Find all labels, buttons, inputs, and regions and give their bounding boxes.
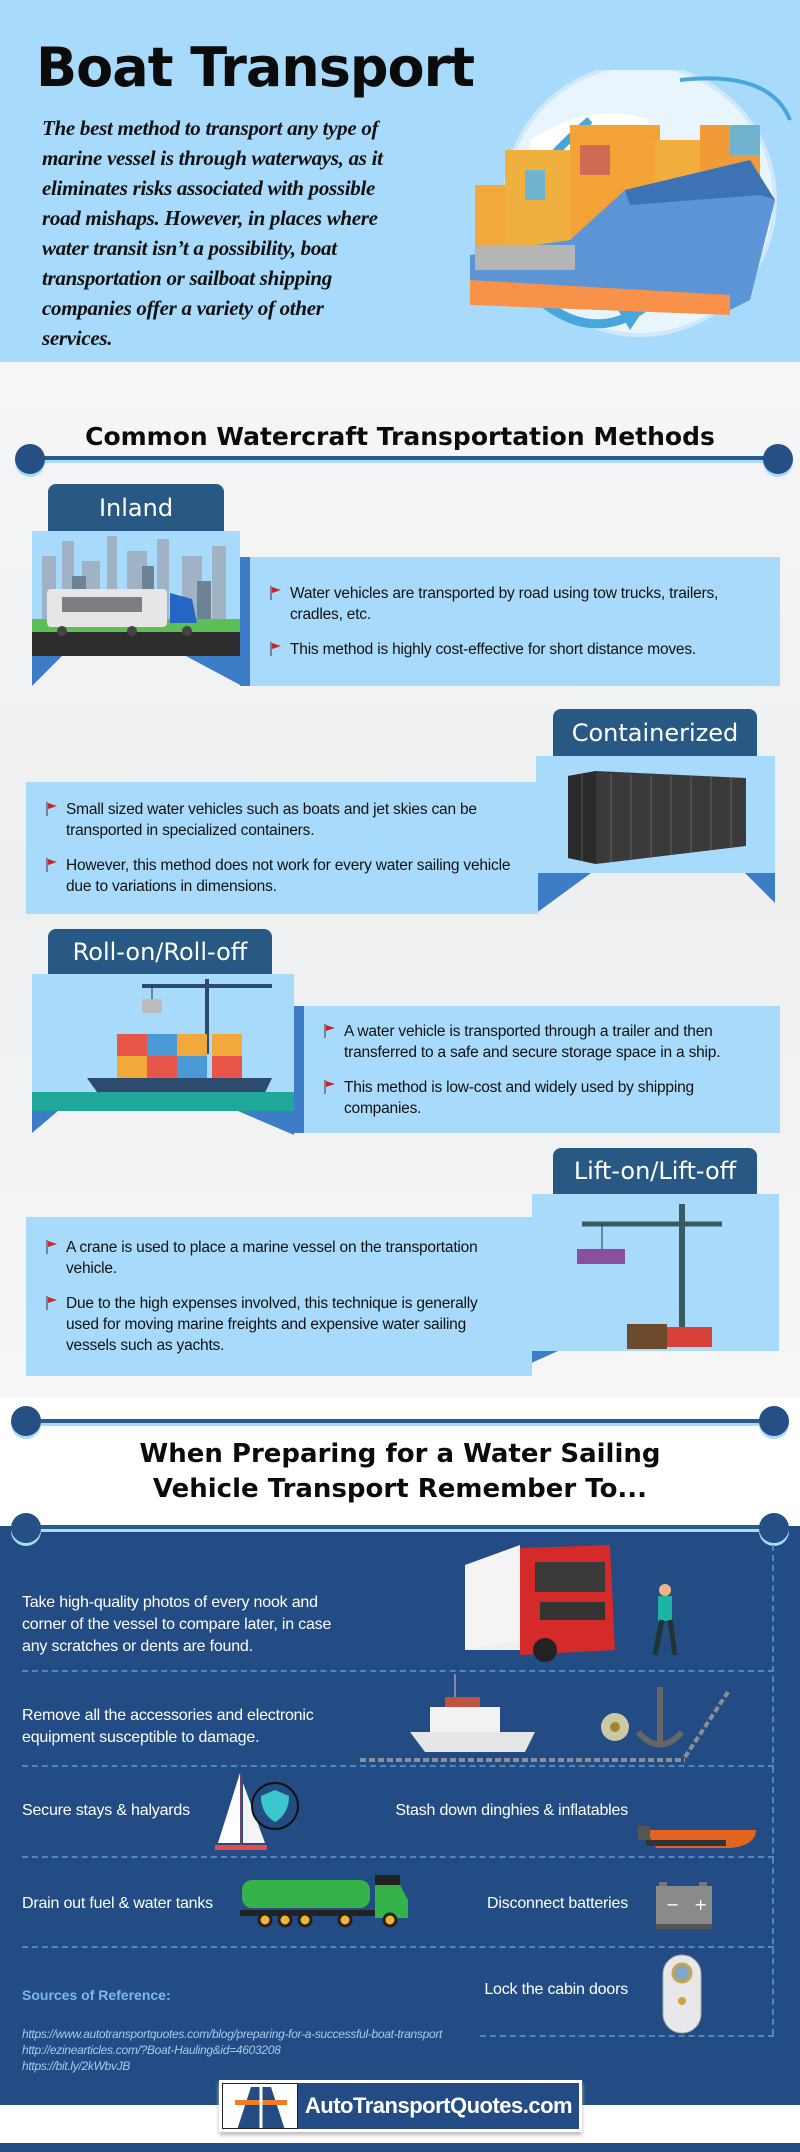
dashed-border — [772, 1545, 774, 2035]
bullet: However, this method does not work for e… — [46, 855, 518, 897]
divider-line — [30, 1525, 778, 1532]
ribbon-edge — [240, 557, 252, 686]
ribbon-fold — [745, 873, 775, 903]
svg-text:+: + — [694, 1895, 707, 1914]
brand-logo[interactable]: AutoTransportQuotes.com — [219, 2080, 582, 2132]
sailboat-shield-icon — [215, 1773, 299, 1850]
prep-header-band — [0, 1397, 800, 1527]
bullet-text: Water vehicles are transported by road u… — [290, 585, 719, 623]
ribbon-edge — [294, 1006, 306, 1133]
flag-icon — [46, 802, 57, 816]
flag-icon — [324, 1023, 335, 1038]
prep-heading-line: When Preparing for a Water Sailing — [139, 1439, 661, 1469]
tip-drain-fuel: Drain out fuel & water tanks — [22, 1895, 213, 1912]
tip-stash-dinghies: Stash down dinghies & inflatables — [395, 1802, 628, 1819]
cabin-door-icon — [662, 1954, 702, 2034]
divider-dot — [763, 444, 793, 474]
row-divider — [480, 2035, 774, 2037]
tab-lift-on-lift-off: Lift-on/Lift-off — [553, 1148, 757, 1194]
highway-logo-icon — [222, 2083, 298, 2129]
flag-icon — [270, 642, 281, 656]
tanker-truck-icon — [240, 1875, 408, 1928]
inland-description: Water vehicles are transported by road u… — [250, 557, 780, 686]
intro-paragraph: The best method to transport any type of… — [42, 116, 383, 350]
battery-icon: −+ — [656, 1882, 712, 1929]
tab-inland: Inland — [48, 484, 224, 531]
bullet: Small sized water vehicles such as boats… — [46, 799, 518, 841]
bullet: This method is highly cost-effective for… — [270, 639, 760, 660]
tip-remove-accessories: Remove all the accessories and electroni… — [22, 1707, 314, 1746]
bullet-text: This method is low-cost and widely used … — [344, 1078, 694, 1117]
prep-heading: When Preparing for a Water Sailing Vehic… — [0, 1437, 800, 1507]
bullet-text: A water vehicle is transported through a… — [344, 1022, 721, 1061]
bullet-text: Small sized water vehicles such as boats… — [66, 801, 477, 839]
sources-heading: Sources of Reference: — [22, 1987, 171, 2003]
page-title: Boat Transport — [36, 36, 475, 99]
bullet: This method is low-cost and widely used … — [324, 1077, 760, 1119]
divider-line — [30, 456, 778, 463]
bullet-text: Due to the high expenses involved, this … — [66, 1295, 478, 1354]
tab-roll-on-roll-off: Roll-on/Roll-off — [48, 929, 272, 974]
row-divider — [22, 1856, 774, 1858]
bullet: Water vehicles are transported by road u… — [270, 583, 760, 625]
truck-photographer-illustration — [465, 1545, 678, 1662]
lift-on-description: A crane is used to place a marine vessel… — [26, 1217, 532, 1376]
boat-anchor-illustration — [360, 1674, 730, 1762]
footer-bar — [0, 2143, 800, 2152]
row-divider — [22, 1670, 774, 1672]
dinghy-icon — [638, 1826, 756, 1848]
ribbon-fold — [186, 656, 242, 686]
source-link[interactable]: https://bit.ly/2kWbvJB — [22, 2059, 131, 2073]
cargo-ship-globe-illustration — [470, 70, 792, 337]
source-link[interactable]: http://ezinearticles.com/?Boat-Hauling&i… — [22, 2043, 281, 2057]
bullet: Due to the high expenses involved, this … — [46, 1293, 512, 1356]
bullet: A water vehicle is transported through a… — [324, 1021, 760, 1063]
ribbon-fold — [238, 1111, 294, 1135]
bullet-text: This method is highly cost-effective for… — [290, 641, 696, 658]
inland-truck-illustration — [32, 531, 240, 656]
brand-name: AutoTransportQuotes.com — [298, 2083, 579, 2129]
roll-on-description: A water vehicle is transported through a… — [304, 1006, 780, 1133]
methods-heading: Common Watercraft Transportation Methods — [85, 422, 715, 451]
divider-line — [30, 1419, 778, 1426]
containerized-description: Small sized water vehicles such as boats… — [26, 782, 538, 914]
divider-dot — [759, 1406, 789, 1436]
ribbon-fold — [535, 873, 591, 914]
shipping-container-illustration — [536, 756, 775, 873]
svg-text:−: − — [666, 1895, 679, 1914]
flag-icon — [270, 586, 281, 600]
flag-icon — [46, 858, 57, 872]
divider-dot — [15, 444, 45, 474]
tip-photos: Take high-quality photos of every nook a… — [22, 1594, 332, 1655]
tip-disconnect-batteries: Disconnect batteries — [487, 1895, 628, 1912]
bullet-text: A crane is used to place a marine vessel… — [66, 1239, 478, 1277]
bullet: A crane is used to place a marine vessel… — [46, 1237, 512, 1279]
flag-icon — [46, 1296, 57, 1310]
row-divider — [22, 1765, 774, 1767]
flag-icon — [46, 1240, 57, 1254]
divider-dot — [11, 1513, 41, 1543]
ribbon-fold — [32, 1111, 58, 1133]
roll-on-ship-illustration — [32, 974, 294, 1111]
tip-lock-cabin: Lock the cabin doors — [484, 1981, 628, 1998]
crane-illustration — [532, 1194, 779, 1351]
tab-containerized: Containerized — [553, 709, 757, 756]
flag-icon — [324, 1079, 335, 1094]
ribbon-fold — [32, 656, 62, 686]
row-divider — [22, 1946, 774, 1948]
prep-heading-line: Vehicle Transport Remember To... — [152, 1474, 648, 1504]
divider-dot — [759, 1513, 789, 1543]
source-link[interactable]: https://www.autotransportquotes.com/blog… — [22, 2027, 443, 2041]
divider-dot — [11, 1406, 41, 1436]
tip-secure-stays: Secure stays & halyards — [22, 1802, 190, 1819]
bullet-text: However, this method does not work for e… — [66, 857, 511, 895]
